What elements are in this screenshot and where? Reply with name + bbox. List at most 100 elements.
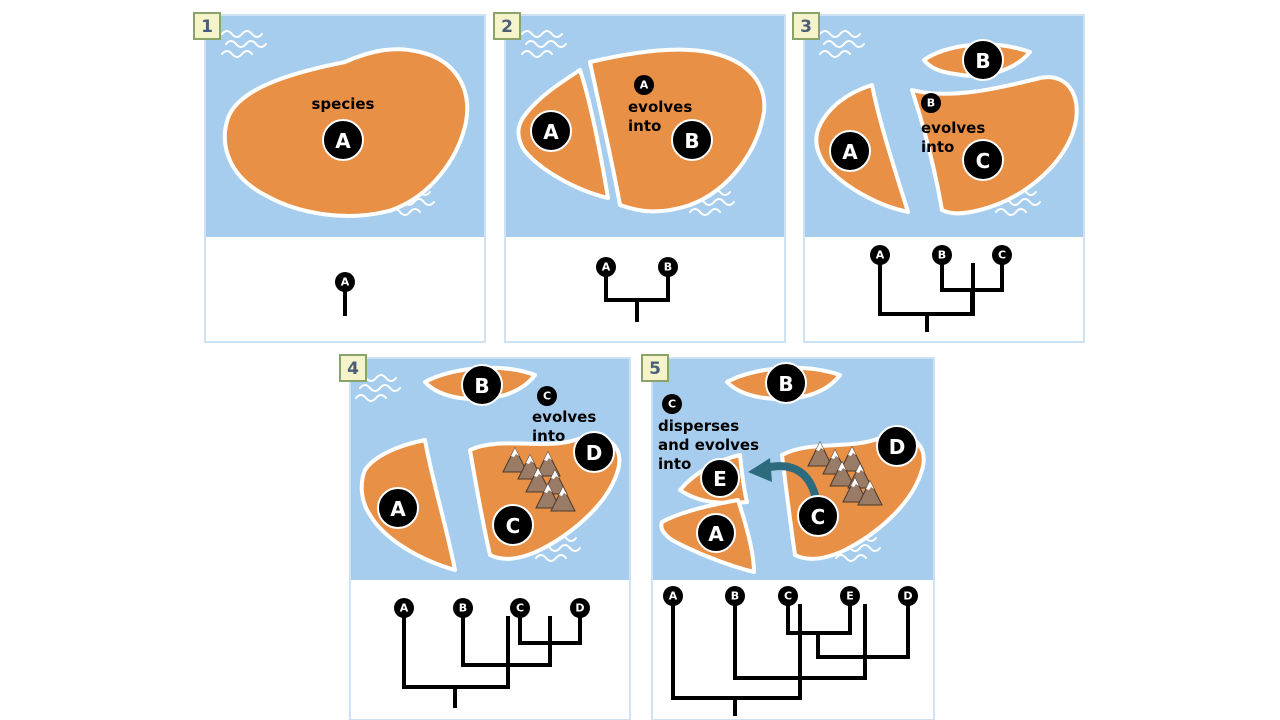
tree-tip xyxy=(453,598,473,618)
tree-tip-label: A xyxy=(669,590,678,603)
tree-branch xyxy=(604,275,670,322)
panel-border xyxy=(349,357,631,720)
species-a-marker xyxy=(377,487,419,529)
species-a-marker xyxy=(530,110,572,152)
into-label: into xyxy=(658,455,691,473)
panel-2: A A evolves into B A B 2 xyxy=(493,12,786,343)
tree-tip-label: C xyxy=(516,602,524,615)
species-a-small-marker xyxy=(634,75,654,95)
tree-tip-label: D xyxy=(575,602,584,615)
species-c-letter: C xyxy=(976,149,991,173)
species-d-marker xyxy=(573,431,615,473)
species-a-letter: A xyxy=(708,522,724,546)
step-number: 5 xyxy=(649,359,661,379)
tree-tip-label: B xyxy=(731,590,739,603)
panel-border xyxy=(651,357,935,720)
species-c-small-marker xyxy=(662,394,682,414)
dispersal-arrow-head xyxy=(748,458,772,482)
species-b-marker xyxy=(962,39,1004,81)
species-b-marker xyxy=(461,364,503,406)
tree-area xyxy=(505,237,785,342)
species-label: species xyxy=(312,95,375,113)
species-d-letter: D xyxy=(586,441,603,465)
step-number: 3 xyxy=(800,17,812,37)
panel-3: B A B evolves into C A B C 3 xyxy=(792,12,1085,343)
tree-tip xyxy=(840,586,860,606)
tree-tip-label: A xyxy=(876,249,885,262)
species-d-letter: D xyxy=(889,435,906,459)
species-c-marker xyxy=(492,504,534,546)
into-label: into xyxy=(628,117,661,135)
species-b-letter: B xyxy=(778,372,793,396)
species-b-small-letter: B xyxy=(927,97,935,110)
tree-tip xyxy=(725,586,745,606)
evolves-label: evolves xyxy=(921,119,985,137)
panel-5: B C disperses and evolves into E A D C A… xyxy=(641,354,935,720)
panel-1: species A A 1 xyxy=(193,12,486,343)
tree-tip xyxy=(870,245,890,265)
species-c-marker xyxy=(962,139,1004,181)
tree-tip-label: E xyxy=(846,590,854,603)
tree-tip-label: B xyxy=(938,249,946,262)
species-a-letter: A xyxy=(335,129,351,153)
dispersal-arrow xyxy=(761,462,819,499)
tree-tip-label: B xyxy=(664,261,672,274)
tree-tip xyxy=(335,272,355,292)
species-c-small-letter: C xyxy=(543,390,551,403)
panel-4: B C evolves into D A C A B C D 4 xyxy=(339,354,631,720)
tree-tip xyxy=(778,586,798,606)
step-number: 1 xyxy=(201,17,213,37)
step-number: 4 xyxy=(347,359,359,379)
species-b-letter: B xyxy=(684,129,699,153)
tree-branch xyxy=(402,616,582,708)
tree-tip xyxy=(932,245,952,265)
species-a-letter: A xyxy=(390,497,406,521)
tree-tip-label: A xyxy=(400,602,409,615)
tree-branch xyxy=(671,604,910,716)
step-number-box xyxy=(193,12,221,40)
and-evolves-label: and evolves xyxy=(658,436,759,454)
step-number-box xyxy=(339,354,367,382)
species-b-marker xyxy=(671,119,713,161)
tree-tip xyxy=(663,586,683,606)
step-number-box xyxy=(493,12,521,40)
species-c-small-letter: C xyxy=(668,398,676,411)
species-a-marker xyxy=(696,513,736,553)
disperses-label: disperses xyxy=(658,417,739,435)
tree-tip xyxy=(898,586,918,606)
evolves-label: evolves xyxy=(532,408,596,426)
tree-tip xyxy=(992,245,1012,265)
species-c-marker xyxy=(797,495,839,537)
tree-tip-label: A xyxy=(602,261,611,274)
step-number: 2 xyxy=(501,17,513,37)
tree-tip-label: D xyxy=(903,590,912,603)
tree-tip xyxy=(510,598,530,618)
species-a-marker xyxy=(829,130,871,172)
tree-tip xyxy=(394,598,414,618)
into-label: into xyxy=(532,427,565,445)
evolves-label: evolves xyxy=(628,98,692,116)
step-number-box xyxy=(792,12,820,40)
tree-area xyxy=(350,580,630,720)
species-d-marker xyxy=(876,425,918,467)
tree-tip-label: C xyxy=(784,590,792,603)
panel-border xyxy=(204,14,486,343)
species-b-letter: B xyxy=(474,374,489,398)
into-label: into xyxy=(921,138,954,156)
tree-tip xyxy=(658,257,678,277)
tree-branch xyxy=(878,263,1004,332)
panel-border xyxy=(504,14,786,343)
species-b-small-marker xyxy=(921,93,941,113)
species-c-letter: C xyxy=(811,505,826,529)
tree-tip-label: B xyxy=(459,602,467,615)
tree-tip xyxy=(570,598,590,618)
tree-tip xyxy=(596,257,616,277)
species-a-letter: A xyxy=(842,140,858,164)
species-e-marker xyxy=(700,458,740,498)
tree-tip-label: A xyxy=(341,276,350,289)
species-c-letter: C xyxy=(506,514,521,538)
species-e-letter: E xyxy=(713,467,727,491)
tree-tip-label: C xyxy=(998,249,1006,262)
panel-border xyxy=(803,14,1085,343)
